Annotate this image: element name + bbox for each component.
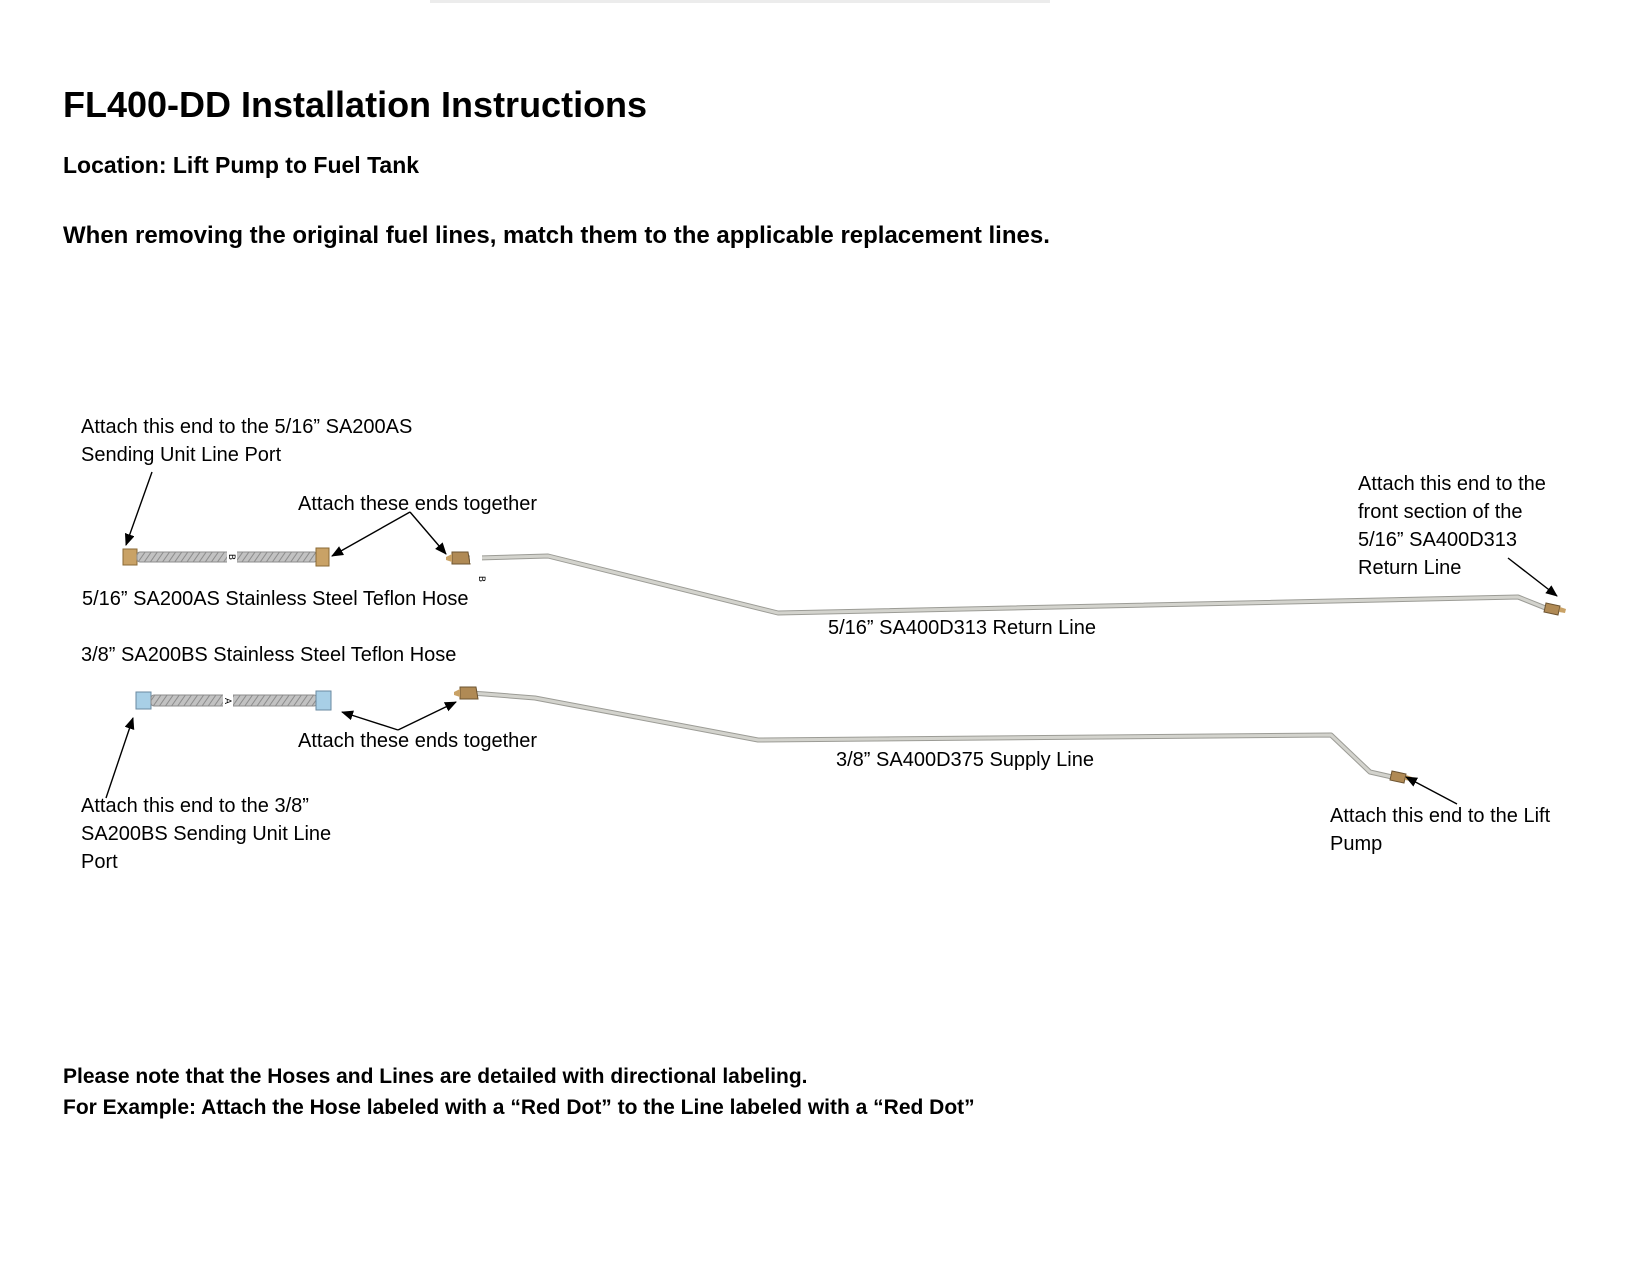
return-line-end-label-line-1: Attach this end to the [1358, 473, 1546, 495]
return-hose: B [122, 547, 330, 567]
supply-line-end-label-line-1: Attach this end to the Lift [1330, 805, 1551, 827]
supply-hose-port-label-line-1: Attach this end to the 3/8” [81, 795, 309, 817]
directional-labeling-note: Please note that the Hoses and Lines are… [63, 1065, 808, 1088]
arrow-return-hose-port [124, 471, 153, 546]
return-line-name: 5/16” SA400D313 Return Line [828, 617, 1096, 639]
location-subtitle: Location: Lift Pump to Fuel Tank [63, 152, 420, 178]
supply-join-label: Attach these ends together [298, 730, 538, 752]
arrow-supply-hose-port [105, 717, 135, 799]
return-join-label: Attach these ends together [298, 493, 538, 515]
supply-hose: A [135, 690, 332, 711]
return-hose-left-fitting [122, 548, 138, 566]
red-dot-example-note: For Example: Attach the Hose labeled wit… [63, 1096, 975, 1119]
supply-line-right-flare-nut [1389, 770, 1407, 784]
return-hose-right-fitting [315, 547, 330, 567]
return-hose-port-label-line-1: Attach this end to the 5/16” SA200AS [81, 416, 413, 438]
arrow-return-join-line [409, 511, 447, 555]
return-line-left-tip [446, 554, 452, 562]
supply-hose-port-label-line-2: SA200BS Sending Unit Line [81, 823, 332, 845]
return-line-end-label-line-2: front section of the [1358, 501, 1523, 523]
return-line-end-label: Attach this end to the front section of … [1358, 470, 1546, 582]
supply-hose-left-fitting [135, 691, 152, 710]
callout-arrows [105, 471, 1558, 805]
supply-line-end-label: Attach this end to the Lift Pump [1330, 802, 1550, 858]
return-line-tag-text: B [476, 576, 486, 582]
top-edge-rule [430, 0, 1050, 3]
instruction-heading: When removing the original fuel lines, m… [63, 222, 1050, 249]
return-hose-port-label: Attach this end to the 5/16” SA200AS Sen… [81, 413, 412, 469]
return-line-right-tip [1559, 607, 1566, 613]
return-hose-port-label-line-2: Sending Unit Line Port [81, 444, 282, 466]
return-line-right-flare-nut [1543, 602, 1561, 616]
return-line-left-flare-nut [451, 551, 471, 565]
supply-line-left-tip [454, 689, 460, 697]
return-hose-name: 5/16” SA200AS Stainless Steel Teflon Hos… [82, 588, 469, 610]
supply-line-tube [469, 691, 1393, 779]
arrow-supply-join-hose [341, 710, 399, 731]
supply-hose-right-fitting [315, 690, 332, 711]
supply-hose-port-label-line-3: Port [81, 851, 118, 873]
supply-hose-tag-text: A [222, 698, 232, 705]
arrow-supply-line-end [1405, 776, 1458, 805]
return-hose-tag-text: B [226, 554, 236, 560]
supply-hose-name: 3/8” SA200BS Stainless Steel Teflon Hose [81, 644, 457, 666]
supply-line-tag [486, 674, 494, 682]
return-hose-tag [227, 551, 237, 563]
arrow-return-line-end [1507, 557, 1558, 597]
arrow-supply-join-line [397, 701, 457, 731]
supply-line-left-flare-nut [459, 686, 479, 700]
supply-line-end-label-line-2: Pump [1330, 833, 1383, 855]
return-line: B [446, 551, 1566, 616]
supply-hose-tag [223, 694, 233, 707]
supply-hose-braid [150, 694, 318, 707]
supply-hose-port-label: Attach this end to the 3/8” SA200BS Send… [81, 792, 331, 876]
return-line-tag [470, 553, 482, 563]
supply-line [454, 674, 1412, 784]
return-line-end-label-line-3: 5/16” SA400D313 [1358, 529, 1518, 551]
supply-line-name: 3/8” SA400D375 Supply Line [836, 749, 1094, 771]
page-title: FL400-DD Installation Instructions [63, 84, 648, 125]
return-line-end-label-line-4: Return Line [1358, 557, 1462, 579]
arrow-return-join-hose [331, 511, 411, 557]
